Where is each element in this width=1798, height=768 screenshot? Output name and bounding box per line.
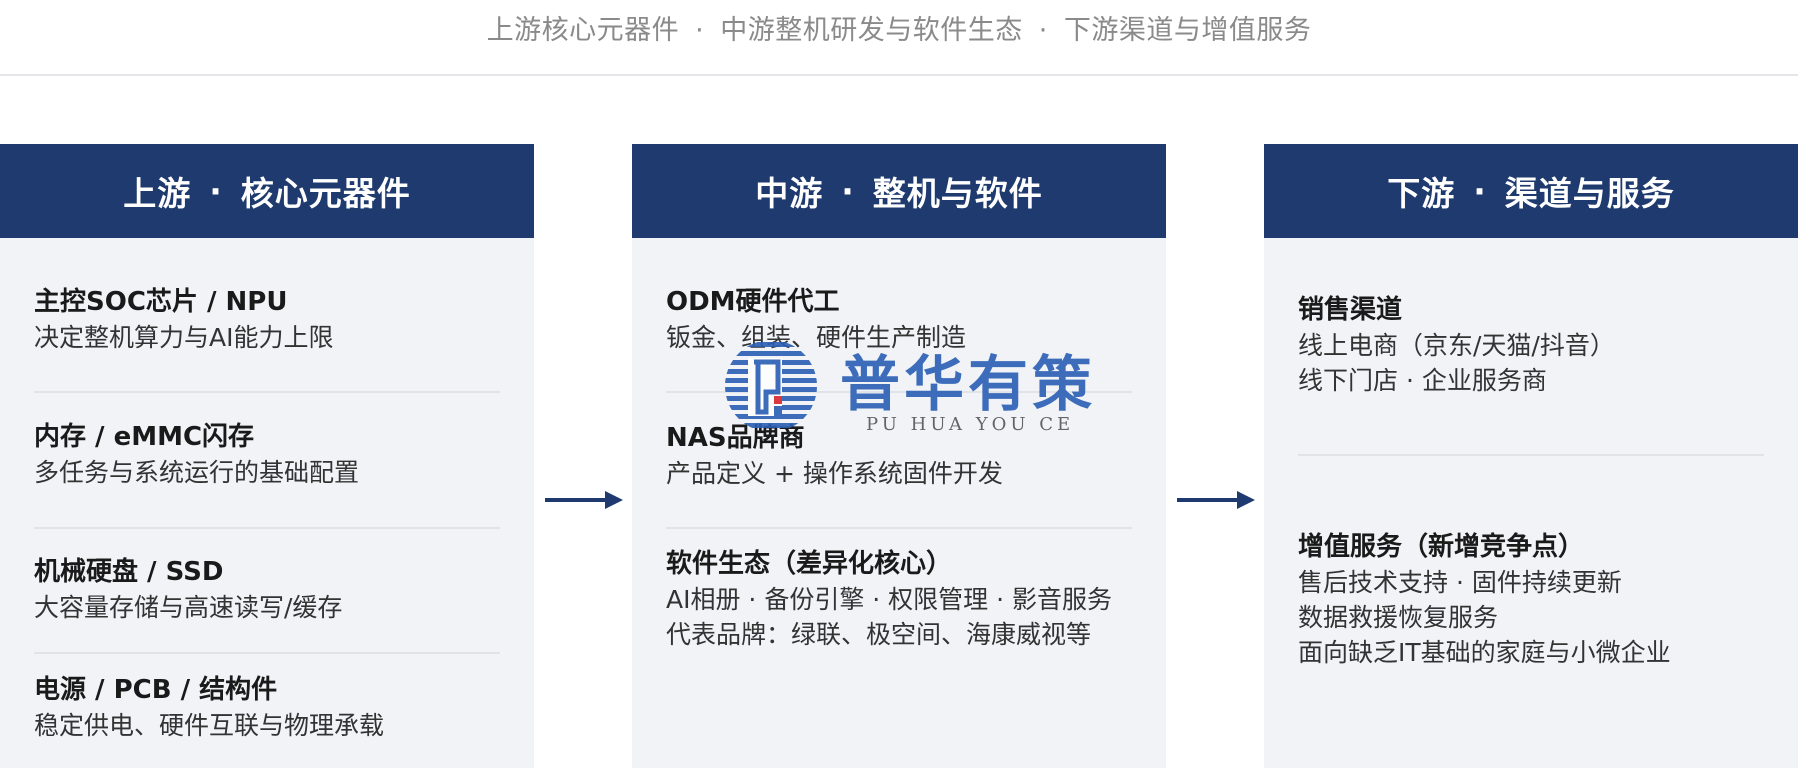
item-title: 电源 / PCB / 结构件 [34,675,278,705]
downstream-column: 下游 · 渠道与服务 销售渠道 线上电商（京东/天猫/抖音） 线下门店 · 企业… [1264,144,1798,768]
subtitle-downstream: 下游渠道与增值服务 [1063,15,1312,46]
item-title: 增值服务（新增竞争点） [1298,532,1585,562]
item-divider [1298,454,1764,456]
downstream-item-services: 增值服务（新增竞争点） 售后技术支持 · 固件持续更新 数据救援恢复服务 面向缺… [1298,529,1764,670]
flow-arrow-icon [545,491,623,509]
item-title: 软件生态（差异化核心） [666,549,953,579]
midstream-item-software: 软件生态（差异化核心） AI相册 · 备份引擎 · 权限管理 · 影音服务 代表… [666,546,1132,652]
upstream-header-topic: 核心元器件 [240,174,411,213]
upstream-item-memory: 内存 / eMMC闪存 多任务与系统运行的基础配置 [34,419,500,490]
midstream-header-stage: 中游 [755,174,824,213]
upstream-item-disk: 机械硬盘 / SSD 大容量存储与高速读写/缓存 [34,554,500,625]
midstream-header-topic: 整机与软件 [872,174,1043,213]
flow-arrow-icon [1177,491,1255,509]
subtitle-midstream: 中游整机研发与软件生态 [720,15,1023,46]
item-divider [34,391,500,393]
logo-emblem-icon [725,342,817,428]
page-subtitle: 上游核心元器件 · 中游整机研发与软件生态 · 下游渠道与增值服务 [0,8,1798,47]
upstream-column: 上游 · 核心元器件 主控SOC芯片 / NPU 决定整机算力与AI能力上限 内… [0,144,534,768]
item-title: 机械硬盘 / SSD [34,557,224,587]
item-desc-audience: 面向缺乏IT基础的家庭与小微企业 [1298,638,1671,667]
subtitle-separator: · [695,15,705,46]
item-desc-offline: 线下门店 · 企业服务商 [1298,366,1547,395]
downstream-header: 下游 · 渠道与服务 [1264,144,1798,238]
upstream-item-power: 电源 / PCB / 结构件 稳定供电、硬件互联与物理承载 [34,672,500,743]
header-separator: · [841,171,855,211]
downstream-header-topic: 渠道与服务 [1504,174,1675,213]
watermark-logo: 普华有策 PU HUA YOU CE [716,336,1096,446]
downstream-item-channels: 销售渠道 线上电商（京东/天猫/抖音） 线下门店 · 企业服务商 [1298,292,1764,398]
item-desc: AI相册 · 备份引擎 · 权限管理 · 影音服务 [666,585,1112,614]
midstream-column: 中游 · 整机与软件 ODM硬件代工 钣金、组装、硬件生产制造 NAS品牌商 产… [632,144,1166,768]
item-desc-recovery: 数据救援恢复服务 [1298,603,1499,632]
header-separator: · [209,171,223,211]
item-divider [666,391,1132,393]
item-title: ODM硬件代工 [666,287,840,317]
header-separator: · [1473,171,1487,211]
midstream-item-brand: NAS品牌商 产品定义 + 操作系统固件开发 [666,420,1132,491]
upstream-header: 上游 · 核心元器件 [0,144,534,238]
top-divider [0,74,1798,76]
item-desc: 多任务与系统运行的基础配置 [34,458,360,487]
upstream-item-soc: 主控SOC芯片 / NPU 决定整机算力与AI能力上限 [34,284,500,355]
item-title: 内存 / eMMC闪存 [34,422,255,452]
watermark-name: 普华有策 [840,350,1096,420]
item-title: 销售渠道 [1298,295,1403,325]
item-divider [666,527,1132,529]
item-desc-brands: 代表品牌：绿联、极空间、海康威视等 [666,620,1092,649]
item-desc: 钣金、组装、硬件生产制造 [666,323,967,352]
item-desc: 稳定供电、硬件互联与物理承载 [34,711,385,740]
upstream-header-stage: 上游 [123,174,192,213]
item-desc-online: 线上电商（京东/天猫/抖音） [1298,331,1615,360]
item-desc: 决定整机算力与AI能力上限 [34,323,334,352]
subtitle-separator: · [1038,15,1048,46]
downstream-header-stage: 下游 [1387,174,1456,213]
midstream-header: 中游 · 整机与软件 [632,144,1166,238]
item-divider [34,652,500,654]
item-desc: 大容量存储与高速读写/缓存 [34,593,343,622]
item-divider [34,527,500,529]
midstream-item-odm: ODM硬件代工 钣金、组装、硬件生产制造 [666,284,1132,355]
item-desc-support: 售后技术支持 · 固件持续更新 [1298,568,1622,597]
item-desc: 产品定义 + 操作系统固件开发 [666,459,1003,488]
subtitle-upstream: 上游核心元器件 [486,15,680,46]
watermark-name-en: PU HUA YOU CE [866,414,1075,435]
item-title: 主控SOC芯片 / NPU [34,287,288,317]
